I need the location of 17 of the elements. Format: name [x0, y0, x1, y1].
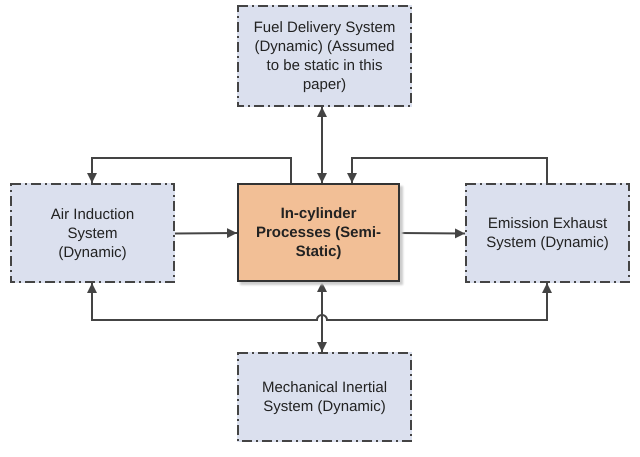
arrow — [87, 157, 292, 183]
arrow — [400, 228, 465, 238]
box-label: In-cylinder Processes (Semi-Static) — [254, 204, 382, 261]
system-box — [237, 5, 412, 107]
box-label: Air Induction System (Dynamic) — [50, 204, 136, 262]
system-box — [237, 352, 412, 442]
arrow — [87, 283, 552, 321]
arrow — [317, 107, 327, 183]
box-label: Mechanical Inertial System (Dynamic) — [260, 378, 388, 416]
arrow — [317, 282, 327, 352]
system-box — [465, 183, 630, 283]
process-box — [237, 183, 400, 282]
box-label: Fuel Delivery System (Dynamic) (Assumed to be static in this paper) — [252, 18, 396, 94]
arrow — [175, 228, 237, 238]
box-label: Emission Exhaust System (Dynamic) — [485, 214, 610, 252]
arrow — [347, 157, 548, 183]
system-box — [10, 183, 175, 283]
